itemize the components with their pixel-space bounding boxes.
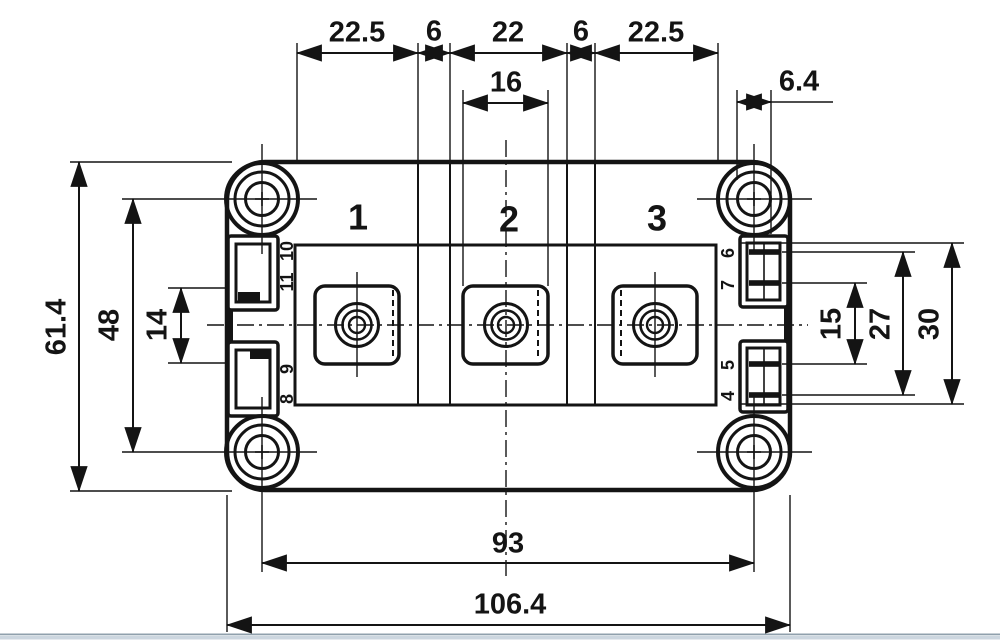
dimension-lines <box>70 44 961 634</box>
dim-label-61_4: 61.4 <box>41 299 73 355</box>
section-labels: 1 2 3 <box>348 197 667 240</box>
dim-label-22_5-right: 22.5 <box>628 17 684 49</box>
pin-number-6: 6 <box>718 248 738 258</box>
section-label-1: 1 <box>348 197 368 238</box>
screw-crosshairs <box>356 272 656 377</box>
dimension-labels: 22.5 6 22 6 22.5 16 6.4 61.4 48 14 15 27… <box>41 16 946 621</box>
dim-label-30: 30 <box>914 308 946 340</box>
dim-label-15: 15 <box>816 308 848 340</box>
module-body <box>224 159 793 493</box>
mounting-hole-center-crosses <box>255 192 761 459</box>
dim-label-93: 93 <box>492 528 524 560</box>
dim-label-16: 16 <box>490 67 522 99</box>
pad-hidden-edges <box>392 290 622 360</box>
right-terminal-blocks <box>738 234 792 414</box>
right-notch-wall <box>784 307 792 341</box>
left-terminal-blocks <box>225 234 280 418</box>
dim-label-6-right: 6 <box>573 16 589 48</box>
pin-number-11: 11 <box>277 272 297 291</box>
pin-number-7: 7 <box>718 280 738 290</box>
pin-number-4: 4 <box>718 391 738 401</box>
section-label-2: 2 <box>499 199 519 240</box>
terminal-pins <box>749 243 779 405</box>
dim-label-22: 22 <box>492 17 524 49</box>
pin-number-9: 9 <box>277 364 297 374</box>
dim-label-22_5-left: 22.5 <box>329 17 385 49</box>
dim-label-6-left: 6 <box>426 16 442 48</box>
page-bottom-border <box>0 633 1000 640</box>
pad-2 <box>461 284 550 366</box>
left-notch-wall <box>225 310 233 342</box>
section-label-3: 3 <box>647 198 667 239</box>
screw-terminals <box>334 302 678 348</box>
section-dividers <box>417 163 596 405</box>
centerlines <box>207 140 808 576</box>
pin-number-5: 5 <box>718 360 738 370</box>
dim-label-27: 27 <box>865 308 897 340</box>
dim-label-14: 14 <box>142 309 174 341</box>
dim-label-6_4: 6.4 <box>779 66 819 98</box>
pin-number-10: 10 <box>277 241 297 261</box>
pin-number-8: 8 <box>277 394 297 404</box>
terminal-pin-numbers: 10 11 9 8 6 7 5 4 <box>277 241 738 404</box>
center-plateau <box>293 243 718 407</box>
dim-label-48: 48 <box>94 309 126 341</box>
dim-label-106_4: 106.4 <box>474 589 547 621</box>
mounting-holes <box>233 170 783 481</box>
